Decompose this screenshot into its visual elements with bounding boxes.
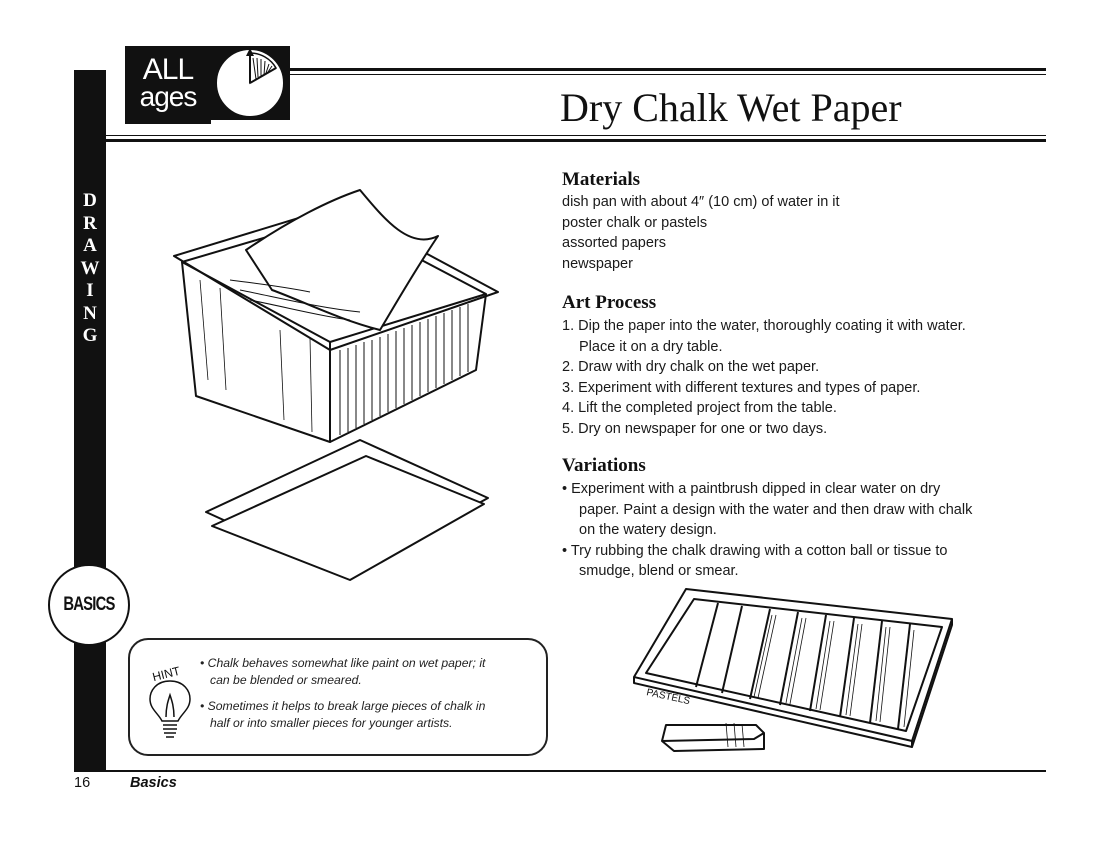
logo-ages-text: ages [139,81,198,112]
materials-item: poster chalk or pastels [562,214,708,231]
materials-list: dish pan with about 4″ (10 cm) of water … [562,192,840,274]
page-number: 16 [74,775,91,791]
art-process-step: 2. Draw with dry chalk on the wet paper. [562,359,820,375]
art-process-step: 5. Dry on newspaper for one or two days. [562,420,828,437]
hint-box [128,638,548,756]
variation-item: • Experiment with a paintbrush dipped in… [562,481,941,497]
hint-label: HINT [151,664,182,684]
header-rule-top-thin [290,74,1046,75]
header-rule-bottom-thin [106,135,1046,136]
header-rule-bottom [106,139,1046,142]
art-process-step-continued: Place it on a dry table. [579,338,723,355]
pastels-tray-illustration: PASTELS [633,588,953,752]
variations-list: • Experiment with a paintbrush dipped in… [562,479,972,582]
art-process-step: 3. Experiment with different textures an… [562,379,921,396]
sidebar-bar [74,70,106,770]
variation-item: • Try rubbing the chalk drawing with a c… [562,542,948,559]
hint-label-arc: HINT [151,664,182,684]
sidebar-letter: N [83,302,97,324]
all-ages-logo: ALL ages [125,46,211,124]
materials-item: newspaper [562,255,633,272]
art-process-step: 1. Dip the paper into the water, thoroug… [562,318,966,334]
variation-item-continued: on the watery design. [579,522,717,538]
section-name: Basics [130,775,177,791]
basics-badge: BASICS [48,564,130,646]
page-title: Dry Chalk Wet Paper [560,85,902,130]
variation-item-continued: paper. Paint a design with the water and… [579,501,973,518]
dish-pan-illustration [173,189,499,581]
art-process-heading: Art Process [562,292,657,313]
hint-tip-line: • Chalk behaves somewhat like paint on w… [200,656,486,670]
hint-tip: • Chalk behaves somewhat like paint on w… [200,655,485,689]
hint-tip-line: can be blended or smeared. [210,673,362,687]
sidebar-letter: A [83,235,97,256]
sidebar-letter: W [80,257,100,279]
clock-icon [210,46,290,120]
basics-badge-label: BASICS [63,594,115,615]
sidebar-letter: I [86,280,94,301]
logo-all-text: ALL [142,53,194,86]
materials-item: assorted papers [562,235,666,251]
sidebar-letter: G [82,325,98,346]
variations-heading: Variations [562,455,646,476]
variation-item-continued: smudge, blend or smear. [579,563,739,579]
lightbulb-icon [149,680,191,738]
hint-tip-line: • Sometimes it helps to break large piec… [200,699,486,713]
footer-rule [74,770,1046,772]
sidebar-letter: D [83,190,97,211]
sidebar-drawing-label: D R A W I N G [74,190,106,348]
hint-tip: • Sometimes it helps to break large piec… [200,698,485,732]
materials-heading: Materials [562,169,641,190]
art-process-list: 1. Dip the paper into the water, thoroug… [562,316,966,439]
hint-tip-line: half or into smaller pieces for younger … [210,716,453,730]
sidebar-letter: R [83,212,97,234]
art-process-step: 4. Lift the completed project from the t… [562,400,837,416]
header-rule-top [290,68,1046,71]
materials-item: dish pan with about 4″ (10 cm) of water … [562,194,840,210]
